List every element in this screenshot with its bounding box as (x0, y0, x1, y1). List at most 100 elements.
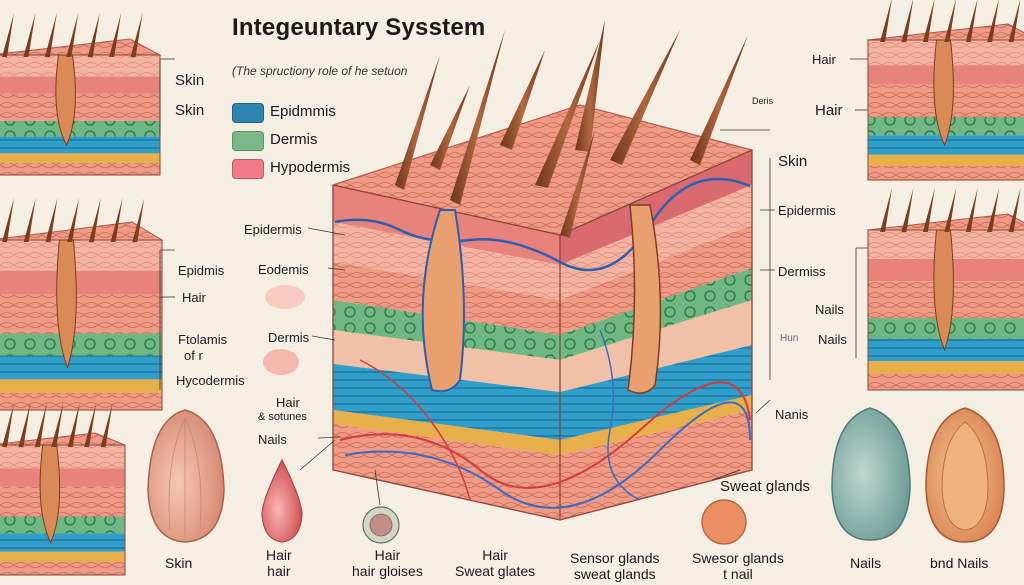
mini-block-hair (34, 403, 47, 447)
label-sotunes: & sotunes (258, 411, 307, 423)
mini-block-hair (66, 13, 79, 57)
legend-label-dermis: Dermis (270, 131, 318, 148)
mini-block-layer (0, 355, 162, 380)
caption-skin: Skin (165, 555, 193, 571)
mini-block-layer (0, 468, 125, 487)
mini-block-hair (987, 0, 999, 42)
mini-block-layer (0, 393, 162, 410)
mini-block-layer (868, 374, 1024, 390)
mini-block-hair (132, 198, 145, 242)
mini-block-layer (0, 76, 160, 94)
mini-block-outline (0, 444, 126, 576)
caption-hair-line-2: hair (267, 563, 291, 579)
mini-block-hair (88, 198, 101, 242)
mini-block-layer (0, 93, 160, 121)
mini-block-hair (1008, 0, 1021, 42)
mini-block-layer (0, 270, 162, 295)
caption-sensor-line-2: sweat glands (573, 566, 656, 582)
legend-swatch-hypodermis (232, 159, 264, 179)
label-nails-right: Nails (815, 302, 844, 317)
caption-hair-sweat: Hair Sweat glates (455, 547, 535, 579)
label-hair-center: Hair (276, 395, 300, 410)
caption-nails: Nails (850, 555, 882, 571)
mini-block-hair (23, 198, 36, 242)
main-block-hairs (395, 20, 748, 238)
label-hair-right-2: Hair (815, 102, 843, 119)
mini-block-layer (0, 379, 162, 393)
mini-block-hair (87, 13, 100, 57)
caption-sensor-glands: Sensor glands sweat glands (570, 550, 660, 582)
mini-block-hair (130, 13, 143, 57)
mini-block-layer (0, 163, 160, 175)
label-hair-left: Hair (182, 290, 206, 305)
leader-lines (159, 58, 868, 506)
mini-block-hair (100, 403, 113, 447)
caption-bnd-nails: bnd Nails (930, 555, 989, 571)
label-ofr: of r (184, 348, 203, 363)
mini-block-hair (944, 0, 956, 42)
mini-block-hair (901, 0, 914, 42)
mini-block-layer (0, 486, 125, 517)
label-sweat-glands-right: Sweat glands (720, 478, 811, 495)
caption-hair-glotises-line-2: hair gloises (352, 563, 423, 579)
label-epidermis-right: Epidermis (778, 203, 836, 218)
mini-block-follicle (55, 54, 76, 147)
legend-swatch-dermis (232, 131, 264, 151)
mini-block-bottom-left (0, 403, 126, 576)
mini-block-mid-left (0, 198, 164, 411)
mini-block-layer (868, 361, 1024, 374)
label-ftolamis: Ftolamis (178, 332, 228, 347)
label-nanis: Nanis (775, 407, 809, 422)
main-skin-block (330, 104, 754, 521)
label-nails-right-2: Nails (818, 332, 847, 347)
caption-swesor-line-2: t nail (723, 566, 753, 582)
caption-hair-sweat-line-2: Sweat glates (455, 563, 536, 579)
mini-block-layer (868, 154, 1024, 166)
mini-block-hair (901, 188, 914, 232)
label-deris-small: Deris (752, 96, 774, 106)
mini-block-hair (965, 0, 978, 42)
label-hair-top-right: Hair (812, 52, 836, 67)
mini-block-mid-right (866, 188, 1024, 391)
mini-block-layer (0, 516, 125, 534)
mini-block-hair (880, 0, 892, 42)
page-title: Integeuntary Sysstem (232, 14, 486, 41)
mini-block-follicle (933, 39, 954, 147)
caption-hair-sweat-line-1: Hair (482, 547, 508, 563)
label-skin-2: Skin (175, 102, 205, 119)
label-skin-1: Skin (175, 72, 205, 89)
caption-hair-glotises: Hair hair gloises (352, 547, 423, 579)
mini-block-layer (0, 240, 162, 271)
mini-block-layer (0, 333, 162, 356)
legend-label-epidermis: Epidmmis (270, 103, 336, 120)
mini-block-hair (2, 13, 14, 57)
label-dermis-center: Dermis (268, 330, 310, 345)
mini-block-layer (0, 121, 160, 137)
mini-block-hair (18, 403, 31, 447)
mini-block-hair (109, 13, 122, 57)
caption-sensor-line-1: Sensor glands (570, 550, 660, 566)
mini-block-hair (23, 13, 36, 57)
mini-block-layer (0, 445, 125, 469)
label-skin-right: Skin (778, 153, 808, 170)
label-hun: Hun (780, 333, 799, 344)
mini-block-layer (0, 551, 125, 562)
legend-swatch-epidermis (232, 103, 264, 123)
label-epidnis: Epidmis (178, 263, 225, 278)
mini-block-layer (0, 294, 162, 334)
mini-block-hair (922, 0, 935, 42)
mini-block-hair (880, 188, 892, 232)
mini-block-hair (84, 403, 97, 447)
caption-hair-1: Hair hair (266, 547, 292, 579)
mini-block-follicle (39, 444, 61, 544)
mini-block-follicle (56, 239, 77, 370)
mini-block-layer (868, 166, 1024, 180)
mini-block-layer (0, 562, 125, 575)
mini-block-outline (867, 229, 1024, 391)
caption-swesor-line-1: Swesor glands (692, 550, 784, 566)
mini-block-top-left (0, 13, 162, 176)
mini-block-hair (44, 13, 57, 57)
